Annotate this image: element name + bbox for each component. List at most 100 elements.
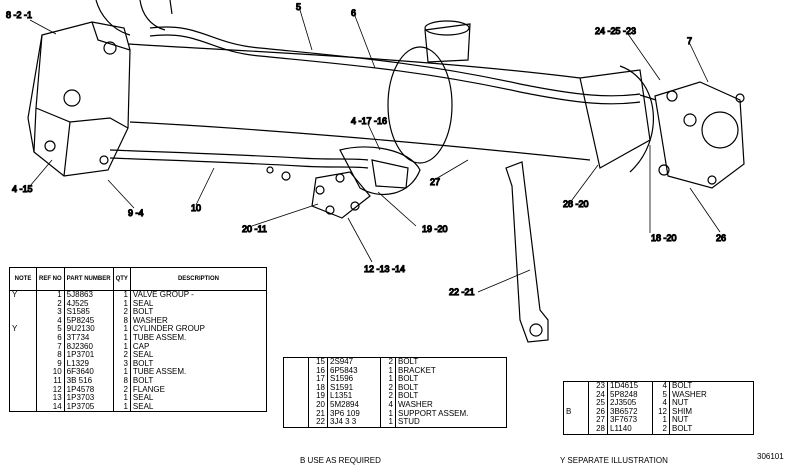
cell-desc: BOLT xyxy=(395,357,507,367)
illustration-number: 306101 xyxy=(757,452,784,461)
cell-note: Y xyxy=(9,325,37,334)
cell-desc: TUBE ASSEM. xyxy=(129,368,268,377)
cell-qty: 1 xyxy=(380,417,396,428)
cell-note xyxy=(9,359,37,369)
cell-desc: BOLT xyxy=(395,383,507,393)
header-qty: QTY xyxy=(112,267,131,291)
cell-desc: BOLT xyxy=(129,359,268,369)
callout-22-21: 22 -21 xyxy=(449,287,475,297)
cell-desc: BRACKET xyxy=(395,366,507,376)
cell-qty: 1 xyxy=(112,402,131,412)
cell-qty: 1 xyxy=(112,325,131,334)
cell-note: B xyxy=(563,407,589,417)
cell-note xyxy=(563,390,589,400)
cell-desc: BOLT xyxy=(395,375,507,384)
cell-desc: STUD xyxy=(395,417,507,428)
cell-note xyxy=(9,342,37,352)
cell-desc: BOLT xyxy=(669,381,754,391)
callout-4-17-16: 4 -17 -16 xyxy=(351,116,387,126)
cell-note xyxy=(283,400,309,410)
cell-desc: TUBE ASSEM. xyxy=(129,333,268,343)
cell-desc: CYLINDER GROUP xyxy=(129,325,268,334)
callout-28-20: 28 -20 xyxy=(563,199,589,209)
header-ref: REF NO xyxy=(36,267,65,291)
cell-note xyxy=(563,424,589,435)
cell-qty: 8 xyxy=(112,316,131,326)
cell-note xyxy=(9,333,37,343)
cell-desc: SUPPORT ASSEM. xyxy=(395,409,507,419)
cell-note xyxy=(9,351,37,360)
cell-note xyxy=(283,418,309,428)
callout-18-20: 18 -20 xyxy=(651,233,677,243)
callout-8-2-1: 8 -2 -1 xyxy=(6,10,32,20)
header-description: DESCRIPTION xyxy=(129,267,268,291)
header-part-number: PART NUMBER xyxy=(63,267,114,291)
callout-19-20: 19 -20 xyxy=(422,224,448,234)
cell-desc: CAP xyxy=(129,342,268,352)
callout-27: 27 xyxy=(430,177,440,187)
callout-20-11: 20 -11 xyxy=(242,224,267,234)
cell-note xyxy=(283,409,309,419)
cell-desc: NUT xyxy=(669,416,754,425)
cell-note xyxy=(283,383,309,393)
cell-desc: BOLT xyxy=(129,308,268,317)
header-note: NOTE xyxy=(9,267,37,291)
valve-group xyxy=(27,21,131,177)
support-assembly xyxy=(505,161,549,343)
note-b-use-as-required: B USE AS REQUIRED xyxy=(300,456,381,465)
cell-desc: BOLT xyxy=(669,424,754,435)
cell-ref: 14 xyxy=(36,402,65,412)
cell-note xyxy=(283,366,309,376)
cell-qty: 2 xyxy=(112,351,131,360)
cell-note xyxy=(9,308,37,317)
callout-9-4: 9 -4 xyxy=(128,208,144,218)
cell-desc: SEAL xyxy=(129,402,268,412)
cell-qty: 2 xyxy=(380,392,396,401)
callout-7: 7 xyxy=(687,36,692,46)
callout-4-15: 4 -15 xyxy=(12,184,33,194)
cell-qty: 8 xyxy=(112,376,131,386)
cell-desc: WASHER xyxy=(129,316,268,326)
cell-note xyxy=(283,375,309,384)
cell-desc: SEAL xyxy=(129,351,268,360)
cell-part: 1P3705 xyxy=(63,402,114,412)
cell-desc: FLANGE xyxy=(129,385,268,395)
cell-qty: 1 xyxy=(112,333,131,343)
cell-qty: 1 xyxy=(380,409,396,419)
cell-qty: 2 xyxy=(380,357,396,367)
callout-12-13-14: 12 -13 -14 xyxy=(364,264,405,274)
parts-table-1: NOTE REF NO PART NUMBER QTY DESCRIPTION … xyxy=(9,267,268,413)
callout-24-25-23: 24 -25 -23 xyxy=(595,26,636,36)
cell-qty: 2 xyxy=(380,383,396,393)
cell-note xyxy=(9,316,37,326)
cell-desc: BOLT xyxy=(129,376,268,386)
cell-desc: SEAL xyxy=(129,394,268,403)
cell-qty: 2 xyxy=(112,308,131,317)
cell-ref: 22 xyxy=(308,417,328,428)
cell-note xyxy=(9,376,37,386)
cell-ref: 28 xyxy=(588,424,608,435)
cell-desc: SHIM xyxy=(669,407,754,417)
cell-part: 3J4 3 3 xyxy=(327,417,381,428)
cell-note xyxy=(9,402,37,412)
flange-assembly xyxy=(266,166,371,219)
